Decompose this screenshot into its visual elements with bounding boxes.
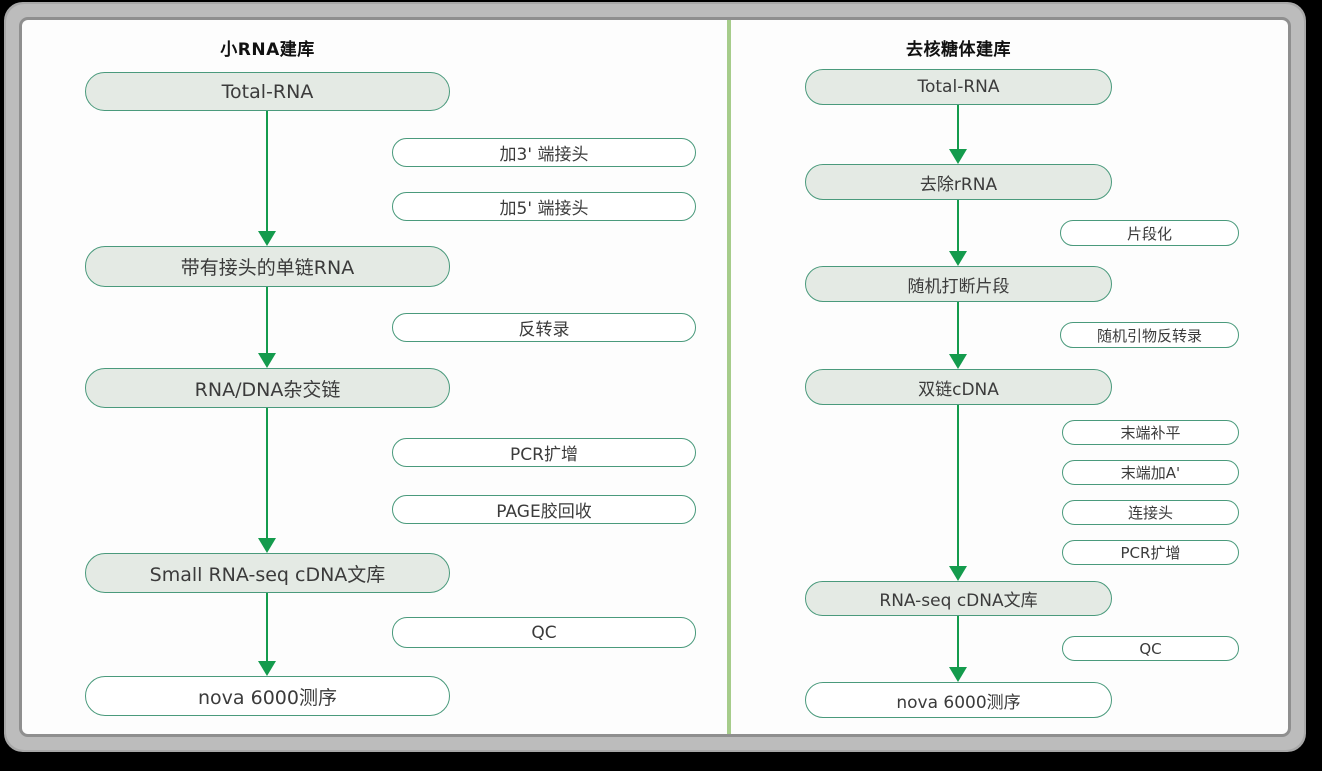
node-total-rna-right: Total-RNA <box>805 69 1112 105</box>
step-add-5prime-adapter: 加5' 端接头 <box>392 192 696 221</box>
arrow-down <box>258 111 276 246</box>
node-double-strand-cdna: 双链cDNA <box>805 369 1112 405</box>
node-nova6000-sequencing-left: nova 6000测序 <box>85 676 450 716</box>
step-end-repair: 末端补平 <box>1062 420 1239 445</box>
arrow-down <box>258 287 276 368</box>
node-remove-rrna: 去除rRNA <box>805 164 1112 200</box>
node-small-rna-seq-library: Small RNA-seq cDNA文库 <box>85 553 450 593</box>
node-nova6000-sequencing-right: nova 6000测序 <box>805 682 1112 718</box>
step-add-3prime-adapter: 加3' 端接头 <box>392 138 696 167</box>
step-qc-right: QC <box>1062 636 1239 661</box>
step-qc-left: QC <box>392 617 696 648</box>
arrowhead-icon <box>949 354 967 369</box>
step-pcr-amplification-left: PCR扩增 <box>392 438 696 467</box>
arrow-down <box>949 200 967 266</box>
arrow-down <box>949 105 967 164</box>
arrow-down <box>258 408 276 553</box>
node-rna-seq-library: RNA-seq cDNA文库 <box>805 581 1112 616</box>
step-random-primer-rt: 随机引物反转录 <box>1060 322 1239 348</box>
step-fragmentation: 片段化 <box>1060 220 1239 246</box>
arrowhead-icon <box>258 353 276 368</box>
step-page-gel-recovery: PAGE胶回收 <box>392 495 696 524</box>
step-pcr-amplification-right: PCR扩增 <box>1062 540 1239 565</box>
node-rna-dna-hybrid: RNA/DNA杂交链 <box>85 368 450 408</box>
arrow-down <box>949 616 967 682</box>
node-total-rna-left: Total-RNA <box>85 72 450 111</box>
left-column-title: 小RNA建库 <box>220 40 315 60</box>
arrowhead-icon <box>949 251 967 266</box>
node-random-fragments: 随机打断片段 <box>805 266 1112 302</box>
node-single-strand-rna: 带有接头的单链RNA <box>85 246 450 287</box>
arrowhead-icon <box>258 231 276 246</box>
step-add-a-tail: 末端加A' <box>1062 460 1239 485</box>
arrow-down <box>949 302 967 369</box>
right-column-title: 去核糖体建库 <box>906 40 1011 60</box>
arrowhead-icon <box>949 149 967 164</box>
step-reverse-transcription: 反转录 <box>392 313 696 342</box>
arrow-down <box>949 405 967 581</box>
step-ligate-adapter: 连接头 <box>1062 500 1239 525</box>
column-divider <box>727 20 731 734</box>
arrowhead-icon <box>949 667 967 682</box>
arrow-down <box>258 593 276 676</box>
arrowhead-icon <box>949 566 967 581</box>
arrowhead-icon <box>258 538 276 553</box>
arrowhead-icon <box>258 661 276 676</box>
